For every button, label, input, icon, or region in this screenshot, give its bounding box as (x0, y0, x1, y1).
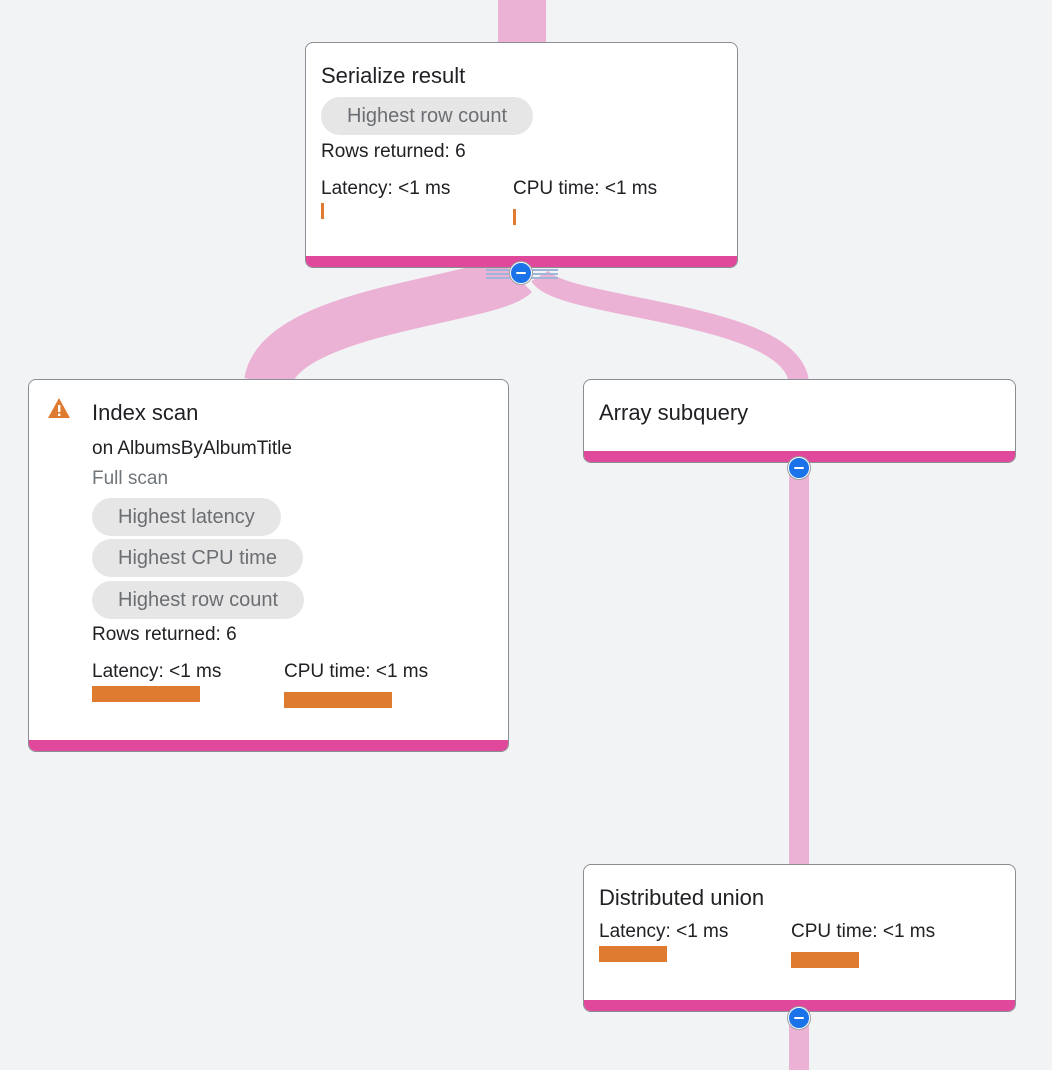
node-accent-bar (584, 451, 1015, 462)
cpu-time-label: CPU time: <1 ms (513, 178, 658, 199)
flow-edge-serialize-to-index-scan (244, 255, 532, 390)
node-title: Array subquery (599, 400, 749, 425)
node-serialize-result[interactable]: Serialize result Highest row count Rows … (305, 42, 738, 268)
cpu-time-label: CPU time: <1 ms (791, 921, 936, 942)
collapse-serialize-result-button[interactable] (510, 262, 532, 284)
latency-bar (92, 686, 200, 702)
node-title: Serialize result (321, 63, 466, 88)
cpu-time-bar (791, 952, 859, 968)
highest-latency-badge: Highest latency (92, 498, 281, 536)
flow-edge-serialize-to-array-subquery (531, 269, 809, 385)
node-accent-bar (584, 1000, 1015, 1011)
latency-label: Latency: <1 ms (599, 921, 729, 942)
latency-label: Latency: <1 ms (92, 661, 222, 682)
latency-bar (599, 946, 667, 962)
latency-label: Latency: <1 ms (321, 178, 451, 199)
node-index-scan[interactable]: Index scan on AlbumsByAlbumTitle Full sc… (28, 379, 509, 752)
collapse-distributed-union-button[interactable] (788, 1007, 810, 1029)
node-accent-bar (29, 740, 508, 751)
highest-row-count-badge: Highest row count (92, 581, 305, 619)
cpu-time-bar (513, 209, 516, 225)
rows-returned-label: Rows returned: 6 (92, 624, 237, 645)
node-title: Distributed union (599, 885, 765, 910)
cpu-time-bar (284, 692, 392, 708)
node-array-subquery[interactable]: Array subquery (583, 379, 1016, 463)
rows-returned-label: Rows returned: 6 (321, 141, 466, 162)
highest-cpu-time-badge: Highest CPU time (92, 539, 303, 577)
scan-type-label: Full scan (92, 468, 169, 489)
latency-bar (321, 203, 324, 219)
node-accent-bar (306, 256, 737, 267)
node-distributed-union[interactable]: Distributed union Latency: <1 ms CPU tim… (583, 864, 1016, 1012)
cpu-time-label: CPU time: <1 ms (284, 661, 429, 682)
highest-row-count-badge: Highest row count (321, 97, 534, 135)
warning-icon (48, 398, 70, 418)
node-title: Index scan (92, 400, 199, 425)
collapse-array-subquery-button[interactable] (788, 457, 810, 479)
index-name-label: on AlbumsByAlbumTitle (92, 438, 292, 459)
